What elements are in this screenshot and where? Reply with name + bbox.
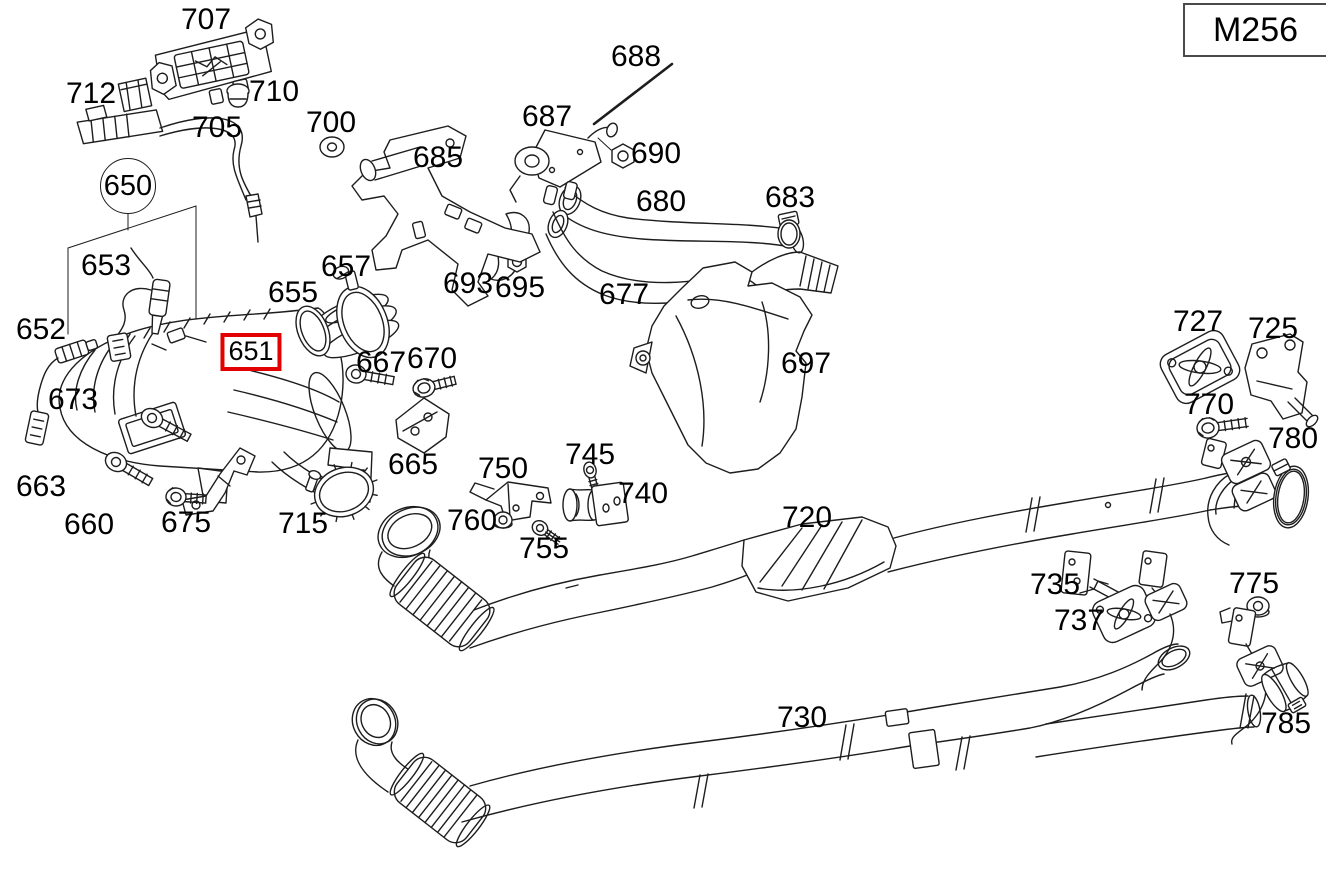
part-label-707[interactable]: 707 [180,3,232,36]
part-label-745[interactable]: 745 [564,438,616,471]
part-label-755[interactable]: 755 [518,532,570,565]
engine-code-box: M256 [1183,3,1326,57]
front-pipe-end-hanger-drawing [1200,437,1277,512]
bolt-667-drawing [345,364,395,386]
gasket-655-drawing [295,305,331,357]
part-label-663[interactable]: 663 [15,470,67,503]
part-label-677[interactable]: 677 [598,278,650,311]
part-label-653[interactable]: 653 [80,249,132,282]
part-label-737[interactable]: 737 [1053,604,1105,637]
part-label-740[interactable]: 740 [617,477,669,510]
bolt-663-drawing [104,451,154,487]
part-label-720[interactable]: 720 [781,501,833,534]
leader-line-688 [592,62,674,126]
part-label-697[interactable]: 697 [780,347,832,380]
oxygen-sensor-652-drawing [24,339,99,446]
clamp-785-drawing [1261,662,1309,714]
hanger-bracket-725-drawing [1244,333,1319,428]
part-label-687[interactable]: 687 [521,100,573,133]
part-label-730[interactable]: 730 [776,701,828,734]
part-label-657[interactable]: 657 [320,250,372,283]
part-label-705[interactable]: 705 [191,111,243,144]
part-label-725[interactable]: 725 [1247,312,1299,345]
bracket-685-drawing [351,125,541,307]
bolt-675-drawing [165,487,207,507]
clip-712-drawing [117,77,153,113]
part-label-735[interactable]: 735 [1029,568,1081,601]
vband-clamp-657-drawing [332,265,390,359]
clamp-ring-715-drawing [305,461,378,523]
part-label-693[interactable]: 693 [442,267,494,300]
bolt-745-drawing [583,461,599,489]
part-label-712[interactable]: 712 [65,77,117,110]
part-label-675[interactable]: 675 [160,506,212,539]
engine-code-label: M256 [1212,10,1299,49]
part-label-651[interactable]: 651 [220,333,282,371]
mid-hanger-drawing [1138,550,1188,691]
bracket-660-drawing [181,447,256,516]
part-label-770[interactable]: 770 [1183,388,1235,421]
part-label-667[interactable]: 667 [355,346,407,379]
nut-690-drawing [597,137,635,169]
grommet-710-drawing [226,83,250,108]
clamp-683-drawing [777,210,801,249]
part-label-780[interactable]: 780 [1267,422,1319,455]
part-label-655[interactable]: 655 [267,276,319,309]
part-label-695[interactable]: 695 [494,271,546,304]
bolt-673-drawing [140,407,192,442]
part-label-727[interactable]: 727 [1172,305,1224,338]
part-label-688[interactable]: 688 [610,40,662,73]
part-label-715[interactable]: 715 [277,507,329,540]
clamp-780-drawing [1271,458,1310,529]
part-label-785[interactable]: 785 [1260,707,1312,740]
part-label-775[interactable]: 775 [1228,567,1280,600]
heat-shield-697-drawing [629,251,839,474]
nut-760-drawing [493,511,513,529]
part-label-683[interactable]: 683 [764,181,816,214]
bracket-750-drawing [469,481,552,522]
part-label-760[interactable]: 760 [446,504,498,537]
part-label-685[interactable]: 685 [412,141,464,174]
oxygen-sensor-653-drawing [106,247,171,362]
bolt-755-drawing [531,519,563,545]
sensor-687-drawing [509,122,618,206]
part-label-750[interactable]: 750 [477,452,529,485]
rubber-mount-740-drawing [562,481,629,527]
part-label-660[interactable]: 660 [63,508,115,541]
nut-700-drawing [319,136,345,158]
part-label-652[interactable]: 652 [15,313,67,346]
part-label-710[interactable]: 710 [248,75,300,108]
part-label-673[interactable]: 673 [47,383,99,416]
temp-sensor-705-drawing [76,104,263,243]
bolt-670-drawing [412,375,457,398]
part-label-700[interactable]: 700 [305,106,357,139]
rear-hanger-drawing [1219,607,1284,745]
bracket-665-drawing [395,397,450,454]
part-label-650[interactable]: 650 [100,158,156,214]
control-module-707-drawing [149,18,275,105]
rear-pipe-drawing [351,643,1262,848]
part-label-670[interactable]: 670 [406,342,458,375]
bolt-770-drawing [1196,416,1249,439]
part-label-680[interactable]: 680 [635,185,687,218]
front-pipe-drawing [377,468,1258,652]
part-label-690[interactable]: 690 [630,137,682,170]
rubber-mount-727-drawing [1159,329,1241,405]
part-label-665[interactable]: 665 [387,448,439,481]
